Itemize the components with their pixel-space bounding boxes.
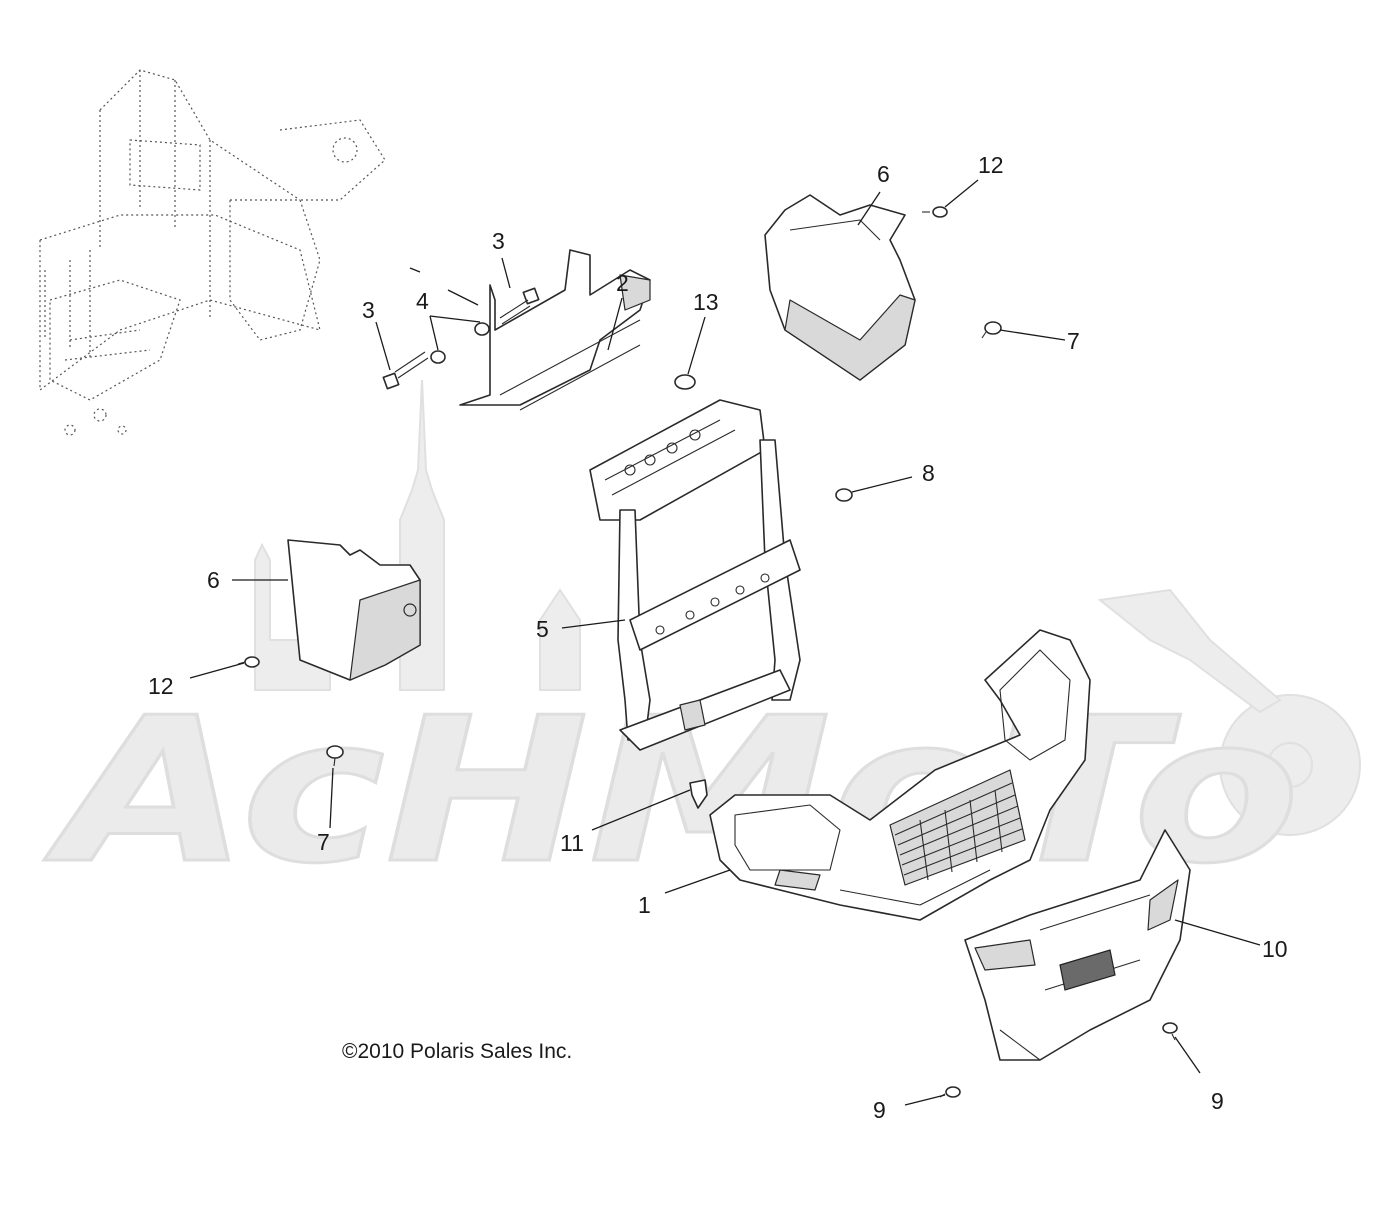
part-2-upper-bracket xyxy=(459,249,651,411)
callout-12-left: 12 xyxy=(148,673,174,699)
part-9-pin-right xyxy=(1162,1022,1178,1041)
part-4-nuts xyxy=(430,322,490,364)
callout-4: 4 xyxy=(416,288,429,314)
callout-7-upper: 7 xyxy=(1067,328,1080,354)
part-7-rivet-upper xyxy=(981,321,1002,339)
chassis-reference xyxy=(39,69,386,436)
part-6-left-shroud xyxy=(287,539,421,681)
leader-lines xyxy=(189,179,1261,1106)
part-5-front-frame xyxy=(589,399,801,751)
part-13-plug xyxy=(674,374,696,390)
callout-13: 13 xyxy=(693,289,719,315)
part-12-screw-upper xyxy=(922,206,948,218)
callout-9-right: 9 xyxy=(1211,1088,1224,1114)
part-1-front-fascia xyxy=(709,629,1091,921)
fasteners xyxy=(237,206,1178,1098)
callout-5: 5 xyxy=(536,616,549,642)
callout-9-left: 9 xyxy=(873,1097,886,1123)
part-8-bolt xyxy=(835,488,853,502)
callout-6-upper: 6 xyxy=(877,161,890,187)
part-10-bumper xyxy=(964,829,1191,1061)
part-3-bolt-right xyxy=(499,287,540,325)
callout-3-left: 3 xyxy=(362,297,375,323)
callout-10: 10 xyxy=(1262,936,1288,962)
copyright-notice: ©2010 Polaris Sales Inc. xyxy=(342,1040,572,1063)
callout-11: 11 xyxy=(560,830,584,856)
part-11-push-rivet xyxy=(689,779,708,809)
part-12-screw-lower xyxy=(237,656,260,668)
part-6-upper-shroud xyxy=(764,194,916,381)
callout-1: 1 xyxy=(638,892,651,918)
callout-7-lower: 7 xyxy=(317,829,330,855)
callout-2: 2 xyxy=(616,270,629,296)
callout-6-left: 6 xyxy=(207,567,220,593)
callout-3-right: 3 xyxy=(492,228,505,254)
part-3-bolt-left xyxy=(382,351,429,390)
part-7-rivet-lower xyxy=(326,745,344,767)
callout-8: 8 xyxy=(922,460,935,486)
callouts: 1 2 3 3 4 5 6 6 7 7 8 9 9 10 11 12 12 13 xyxy=(148,152,1288,1123)
callout-12-upper: 12 xyxy=(978,152,1004,178)
